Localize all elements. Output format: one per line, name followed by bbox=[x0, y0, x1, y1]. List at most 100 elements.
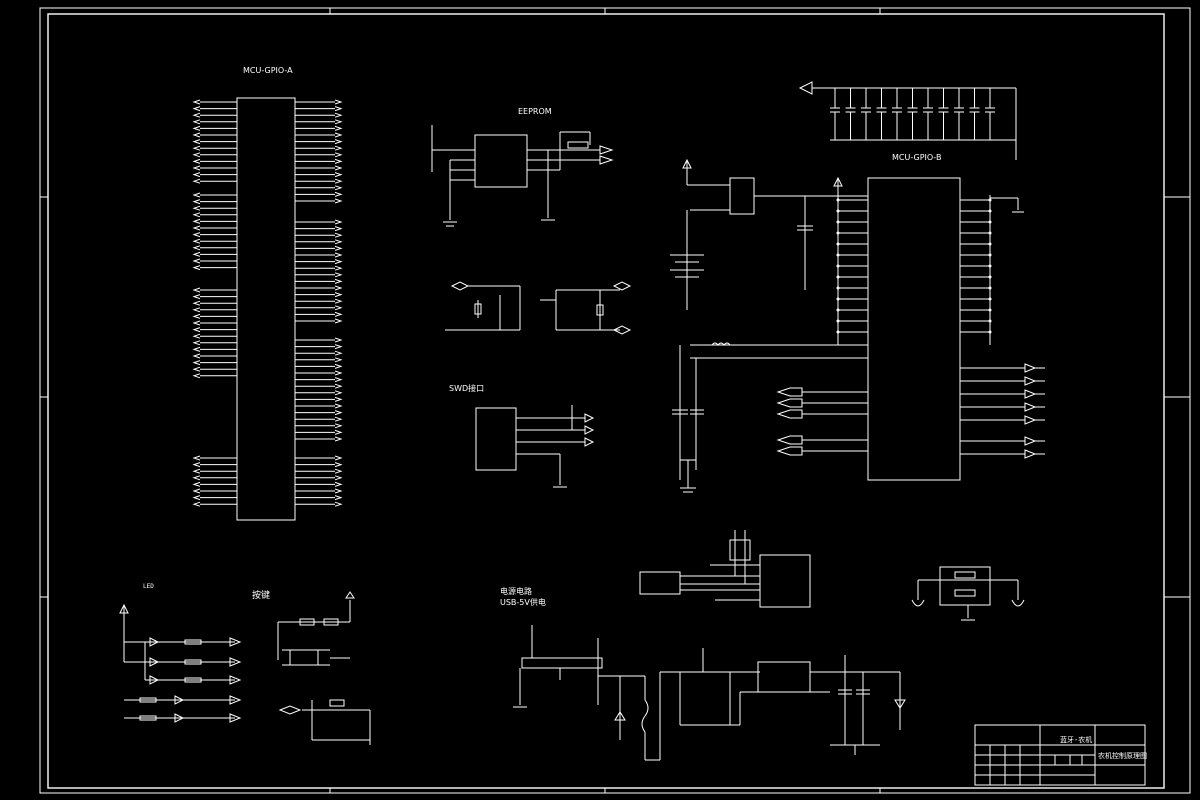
title-block-drawing-name: 农机控制原理图 bbox=[1098, 751, 1147, 760]
mcu-a-pin-arrow bbox=[334, 232, 343, 238]
eeprom-title: EEPROM bbox=[518, 107, 552, 116]
mcu-a-pin-arrow bbox=[334, 403, 343, 409]
mcu-a-pin-arrow bbox=[334, 495, 343, 501]
mcu-a-pin-arrow bbox=[334, 125, 343, 131]
vdd-rail bbox=[798, 81, 1017, 160]
port-arrow bbox=[1024, 436, 1037, 446]
port-arrow bbox=[1024, 376, 1037, 386]
mcu-a-pins bbox=[192, 99, 343, 507]
mcu-a-pin-arrow bbox=[192, 481, 201, 487]
mcu-a-pin-arrow bbox=[192, 112, 201, 118]
mcu-a-pin-arrow bbox=[192, 501, 201, 507]
mcu-a-pin-arrow bbox=[192, 333, 201, 339]
mcu-a-pin-arrow bbox=[192, 300, 201, 306]
mcu-a-pin-arrow bbox=[192, 258, 201, 264]
mcu-a-pin-arrow bbox=[334, 145, 343, 151]
mcu-a-pin-arrow bbox=[192, 205, 201, 211]
mcu-b-pins bbox=[836, 198, 992, 334]
mcu-b-left-connectors bbox=[776, 387, 868, 456]
mcu-a-pin-arrow bbox=[334, 239, 343, 245]
mcu-a-pin-arrow bbox=[334, 152, 343, 158]
mcu-a-pin-arrow bbox=[334, 390, 343, 396]
mcu-a-pin-arrow bbox=[334, 139, 343, 145]
mcu-a-pin-arrow bbox=[334, 278, 343, 284]
mcu-a-pin-arrow bbox=[192, 119, 201, 125]
mcu-a-pin-arrow bbox=[334, 198, 343, 204]
mcu-a-pin-arrow bbox=[192, 455, 201, 461]
mcu-a-pin-arrow bbox=[334, 377, 343, 383]
mcu-a-pin-arrow bbox=[334, 416, 343, 422]
mcu-a-pin-arrow bbox=[334, 423, 343, 429]
mcu-a-pin-arrow bbox=[192, 327, 201, 333]
mcu-a-pin-arrow bbox=[192, 152, 201, 158]
mcu-b-right-connectors bbox=[960, 363, 1045, 459]
mcu-a-pin-arrow bbox=[192, 353, 201, 359]
port-arrow bbox=[776, 387, 803, 397]
mcu-a-pin-arrow bbox=[192, 373, 201, 379]
vdd-decoupling-caps bbox=[830, 88, 995, 140]
mcu-a-pin-arrow bbox=[192, 212, 201, 218]
mcu-a-pin-arrow bbox=[192, 320, 201, 326]
mcu-a-pin-arrow bbox=[334, 410, 343, 416]
title-block bbox=[974, 724, 1146, 786]
title-block-company: 蓝牙-农机 bbox=[1060, 735, 1092, 744]
mcu-a-pin-arrow bbox=[334, 259, 343, 265]
mcu-a-pin-arrow bbox=[334, 112, 343, 118]
power-subtitle: USB-5V供电 bbox=[500, 597, 546, 607]
mcu-a-pin-arrow bbox=[192, 366, 201, 372]
mcu-a-pin-arrow bbox=[334, 370, 343, 376]
mcu-a-title: MCU-GPIO-A bbox=[243, 66, 293, 75]
swd-title: SWD接口 bbox=[449, 383, 484, 393]
mcu-a-pin-arrow bbox=[192, 245, 201, 251]
key-circuit bbox=[277, 591, 371, 745]
port-arrow bbox=[1024, 415, 1037, 425]
mcu-a-pin-arrow bbox=[334, 158, 343, 164]
mcu-a-pin-arrow bbox=[334, 119, 343, 125]
mcu-b-power bbox=[672, 176, 1024, 493]
port-arrow bbox=[1024, 363, 1037, 373]
mcu-a-pin-arrow bbox=[192, 106, 201, 112]
mcu-a-pin-arrow bbox=[334, 219, 343, 225]
mcu-a-pin-arrow bbox=[334, 106, 343, 112]
port-arrow bbox=[776, 398, 803, 408]
mcu-a-pin-arrow bbox=[192, 192, 201, 198]
mcu-a-pin-arrow bbox=[192, 145, 201, 151]
port-arrow bbox=[776, 435, 803, 445]
eeprom-chip bbox=[474, 134, 528, 188]
mcu-a-pin-arrow bbox=[192, 313, 201, 319]
mcu-a-pin-arrow bbox=[192, 199, 201, 205]
mcu-a-pin-arrow bbox=[192, 251, 201, 257]
power-title: 电源电路 bbox=[500, 586, 532, 596]
eeprom-wiring bbox=[431, 125, 614, 227]
mcu-a-pin-arrow bbox=[334, 298, 343, 304]
mcu-a-pin-arrow bbox=[334, 272, 343, 278]
led-circuit bbox=[119, 603, 242, 723]
mcu-a-pin-arrow bbox=[192, 158, 201, 164]
port-arrow bbox=[1024, 449, 1037, 459]
mcu-a-pin-arrow bbox=[334, 311, 343, 317]
mcu-a-chip bbox=[236, 97, 296, 521]
mcu-a-pin-arrow bbox=[334, 383, 343, 389]
mcu-a-pin-arrow bbox=[334, 488, 343, 494]
mcu-a-pin-arrow bbox=[334, 455, 343, 461]
mcu-a-pin-arrow bbox=[334, 481, 343, 487]
mcu-a-pin-arrow bbox=[192, 232, 201, 238]
usb-header bbox=[639, 530, 811, 608]
mcu-a-pin-arrow bbox=[334, 226, 343, 232]
mcu-a-pin-arrow bbox=[334, 305, 343, 311]
mcu-a-pin-arrow bbox=[192, 287, 201, 293]
mcu-b-chip bbox=[867, 177, 961, 481]
mcu-a-pin-arrow bbox=[334, 436, 343, 442]
mcu-a-pin-arrow bbox=[334, 191, 343, 197]
mcu-a-pin-arrow bbox=[334, 475, 343, 481]
mcu-a-pin-arrow bbox=[192, 132, 201, 138]
port-arrow bbox=[1024, 402, 1037, 412]
mcu-a-pin-arrow bbox=[334, 292, 343, 298]
mcu-a-pin-arrow bbox=[334, 99, 343, 105]
mcu-a-pin-arrow bbox=[334, 344, 343, 350]
swd-header bbox=[475, 407, 517, 471]
mcu-a-pin-arrow bbox=[192, 360, 201, 366]
port-arrow bbox=[1024, 389, 1037, 399]
mcu-a-pin-arrow bbox=[334, 265, 343, 271]
mcu-a-pin-arrow bbox=[334, 429, 343, 435]
